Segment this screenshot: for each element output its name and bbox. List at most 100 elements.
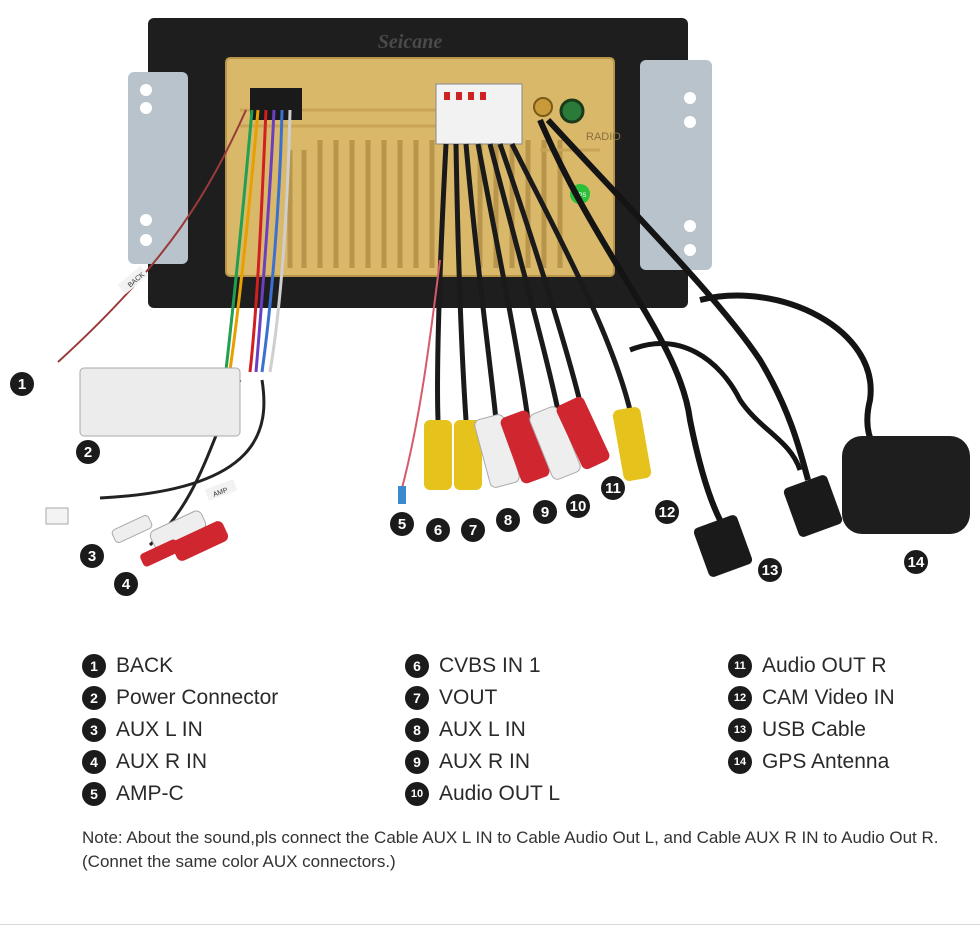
usb-connector-a xyxy=(693,515,753,577)
callout-3: 3 xyxy=(80,544,104,568)
radio-label: RADIO xyxy=(586,131,621,143)
legend-number-badge: 9 xyxy=(405,750,429,774)
legend-number-badge: 13 xyxy=(728,718,752,742)
right-bracket xyxy=(640,60,712,270)
svg-text:8: 8 xyxy=(504,512,512,529)
legend-label: CAM Video IN xyxy=(762,686,895,709)
amp-c-wire-tip xyxy=(398,486,406,504)
legend-number-badge: 4 xyxy=(82,750,106,774)
callout-9: 9 xyxy=(533,500,557,524)
amp-wire-tag xyxy=(204,479,238,501)
legend-label: CVBS IN 1 xyxy=(439,654,541,677)
av-socket xyxy=(435,83,523,145)
callout-13: 13 xyxy=(758,558,782,582)
svg-text:6: 6 xyxy=(434,522,442,539)
legend-label: GPS Antenna xyxy=(762,750,890,773)
callout-1: 1 xyxy=(10,372,34,396)
legend-number-badge: 12 xyxy=(728,686,752,710)
legend-label: Audio OUT L xyxy=(439,782,561,805)
left-bracket xyxy=(128,72,188,264)
amp-wire-tag-text: AMP xyxy=(212,487,229,499)
callout-12: 12 xyxy=(655,500,679,524)
back-wire-tag xyxy=(117,265,149,295)
cam-video-in-rca xyxy=(612,407,652,481)
usb-connector-b xyxy=(783,475,843,537)
legend-number-badge: 5 xyxy=(82,782,106,806)
legend-item: 4 AUX R IN xyxy=(82,746,278,778)
svg-text:12: 12 xyxy=(659,504,676,521)
svg-text:4: 4 xyxy=(122,576,131,593)
legend-item: 8 AUX L IN xyxy=(405,714,560,746)
legend-number-badge: 1 xyxy=(82,654,106,678)
audio-out-r-rca xyxy=(556,396,610,470)
legend-item: 6 CVBS IN 1 xyxy=(405,650,560,682)
sound-connection-note: Note: About the sound,pls connect the Ca… xyxy=(82,828,939,871)
svg-text:11: 11 xyxy=(605,480,621,497)
callout-8: 8 xyxy=(496,508,520,532)
legend-label: USB Cable xyxy=(762,718,866,741)
legend-column-2: 6 CVBS IN 1 7 VOUT 8 AUX L IN 9 AUX R IN 10 A… xyxy=(405,650,560,810)
rca-connectors xyxy=(398,396,652,504)
legend-number-badge: 6 xyxy=(405,654,429,678)
head-unit: Seicane xyxy=(128,18,712,308)
legend-item: 1 BACK xyxy=(82,650,278,682)
svg-text:14: 14 xyxy=(908,554,925,571)
gps-port-icon xyxy=(533,97,553,117)
svg-text:7: 7 xyxy=(469,522,477,539)
legend-number-badge: 3 xyxy=(82,718,106,742)
legend-number-badge: 11 xyxy=(728,654,752,678)
brand-logo: Seicane xyxy=(378,31,443,53)
av-cables xyxy=(401,142,633,489)
legend-item: 14 GPS Antenna xyxy=(728,746,895,778)
callout-10: 10 xyxy=(566,494,590,518)
svg-text:2: 2 xyxy=(84,444,92,461)
aux-in-right-rca xyxy=(140,521,229,567)
callouts: 1 2 3 4 5 6 7 8 9 10 11 12 13 14 xyxy=(10,372,928,596)
svg-text:9: 9 xyxy=(541,504,549,521)
legend-label: AMP-C xyxy=(116,782,184,805)
aux-r-in-rca xyxy=(500,410,550,484)
legend-label: AUX L IN xyxy=(439,718,526,741)
power-connector xyxy=(79,367,241,437)
legend-number-badge: 7 xyxy=(405,686,429,710)
gps-antenna xyxy=(842,436,970,534)
legend-number-badge: 8 xyxy=(405,718,429,742)
legend-label: BACK xyxy=(116,654,174,677)
legend-label: VOUT xyxy=(439,686,498,709)
legend-item: 9 AUX R IN xyxy=(405,746,560,778)
radio-port-icon xyxy=(559,98,585,124)
legend-item: 12 CAM Video IN xyxy=(728,682,895,714)
legend-label: Power Connector xyxy=(116,686,279,709)
legend-number-badge: 14 xyxy=(728,750,752,774)
callout-14: 14 xyxy=(904,550,928,574)
legend-label: AUX R IN xyxy=(439,750,531,773)
cvbs-in-rca xyxy=(424,420,452,490)
legend-item: 10 Audio OUT L xyxy=(405,778,560,810)
svg-text:1: 1 xyxy=(18,376,26,393)
callout-4: 4 xyxy=(114,572,138,596)
callout-5: 5 xyxy=(390,512,414,536)
legend-item: 7 VOUT xyxy=(405,682,560,714)
legend-label: AUX R IN xyxy=(116,750,208,773)
product-photo: Seicane xyxy=(10,18,970,596)
legend-number-badge: 10 xyxy=(405,782,429,806)
small-white-plug xyxy=(45,507,69,525)
legend-column-3: 11 Audio OUT R 12 CAM Video IN 13 USB Cable… xyxy=(728,650,895,778)
legend-item: 13 USB Cable xyxy=(728,714,895,746)
svg-text:3: 3 xyxy=(88,548,96,565)
legend-label: Audio OUT R xyxy=(762,654,887,677)
legend-item: 5 AMP-C xyxy=(82,778,278,810)
svg-text:10: 10 xyxy=(570,498,587,515)
svg-text:5: 5 xyxy=(398,516,406,533)
bottom-divider xyxy=(0,924,980,925)
legend-item: 11 Audio OUT R xyxy=(728,650,895,682)
callout-7: 7 xyxy=(461,518,485,542)
callout-11: 11 xyxy=(601,476,625,500)
callout-6: 6 xyxy=(426,518,450,542)
svg-text:13: 13 xyxy=(762,562,779,579)
callout-2: 2 xyxy=(76,440,100,464)
